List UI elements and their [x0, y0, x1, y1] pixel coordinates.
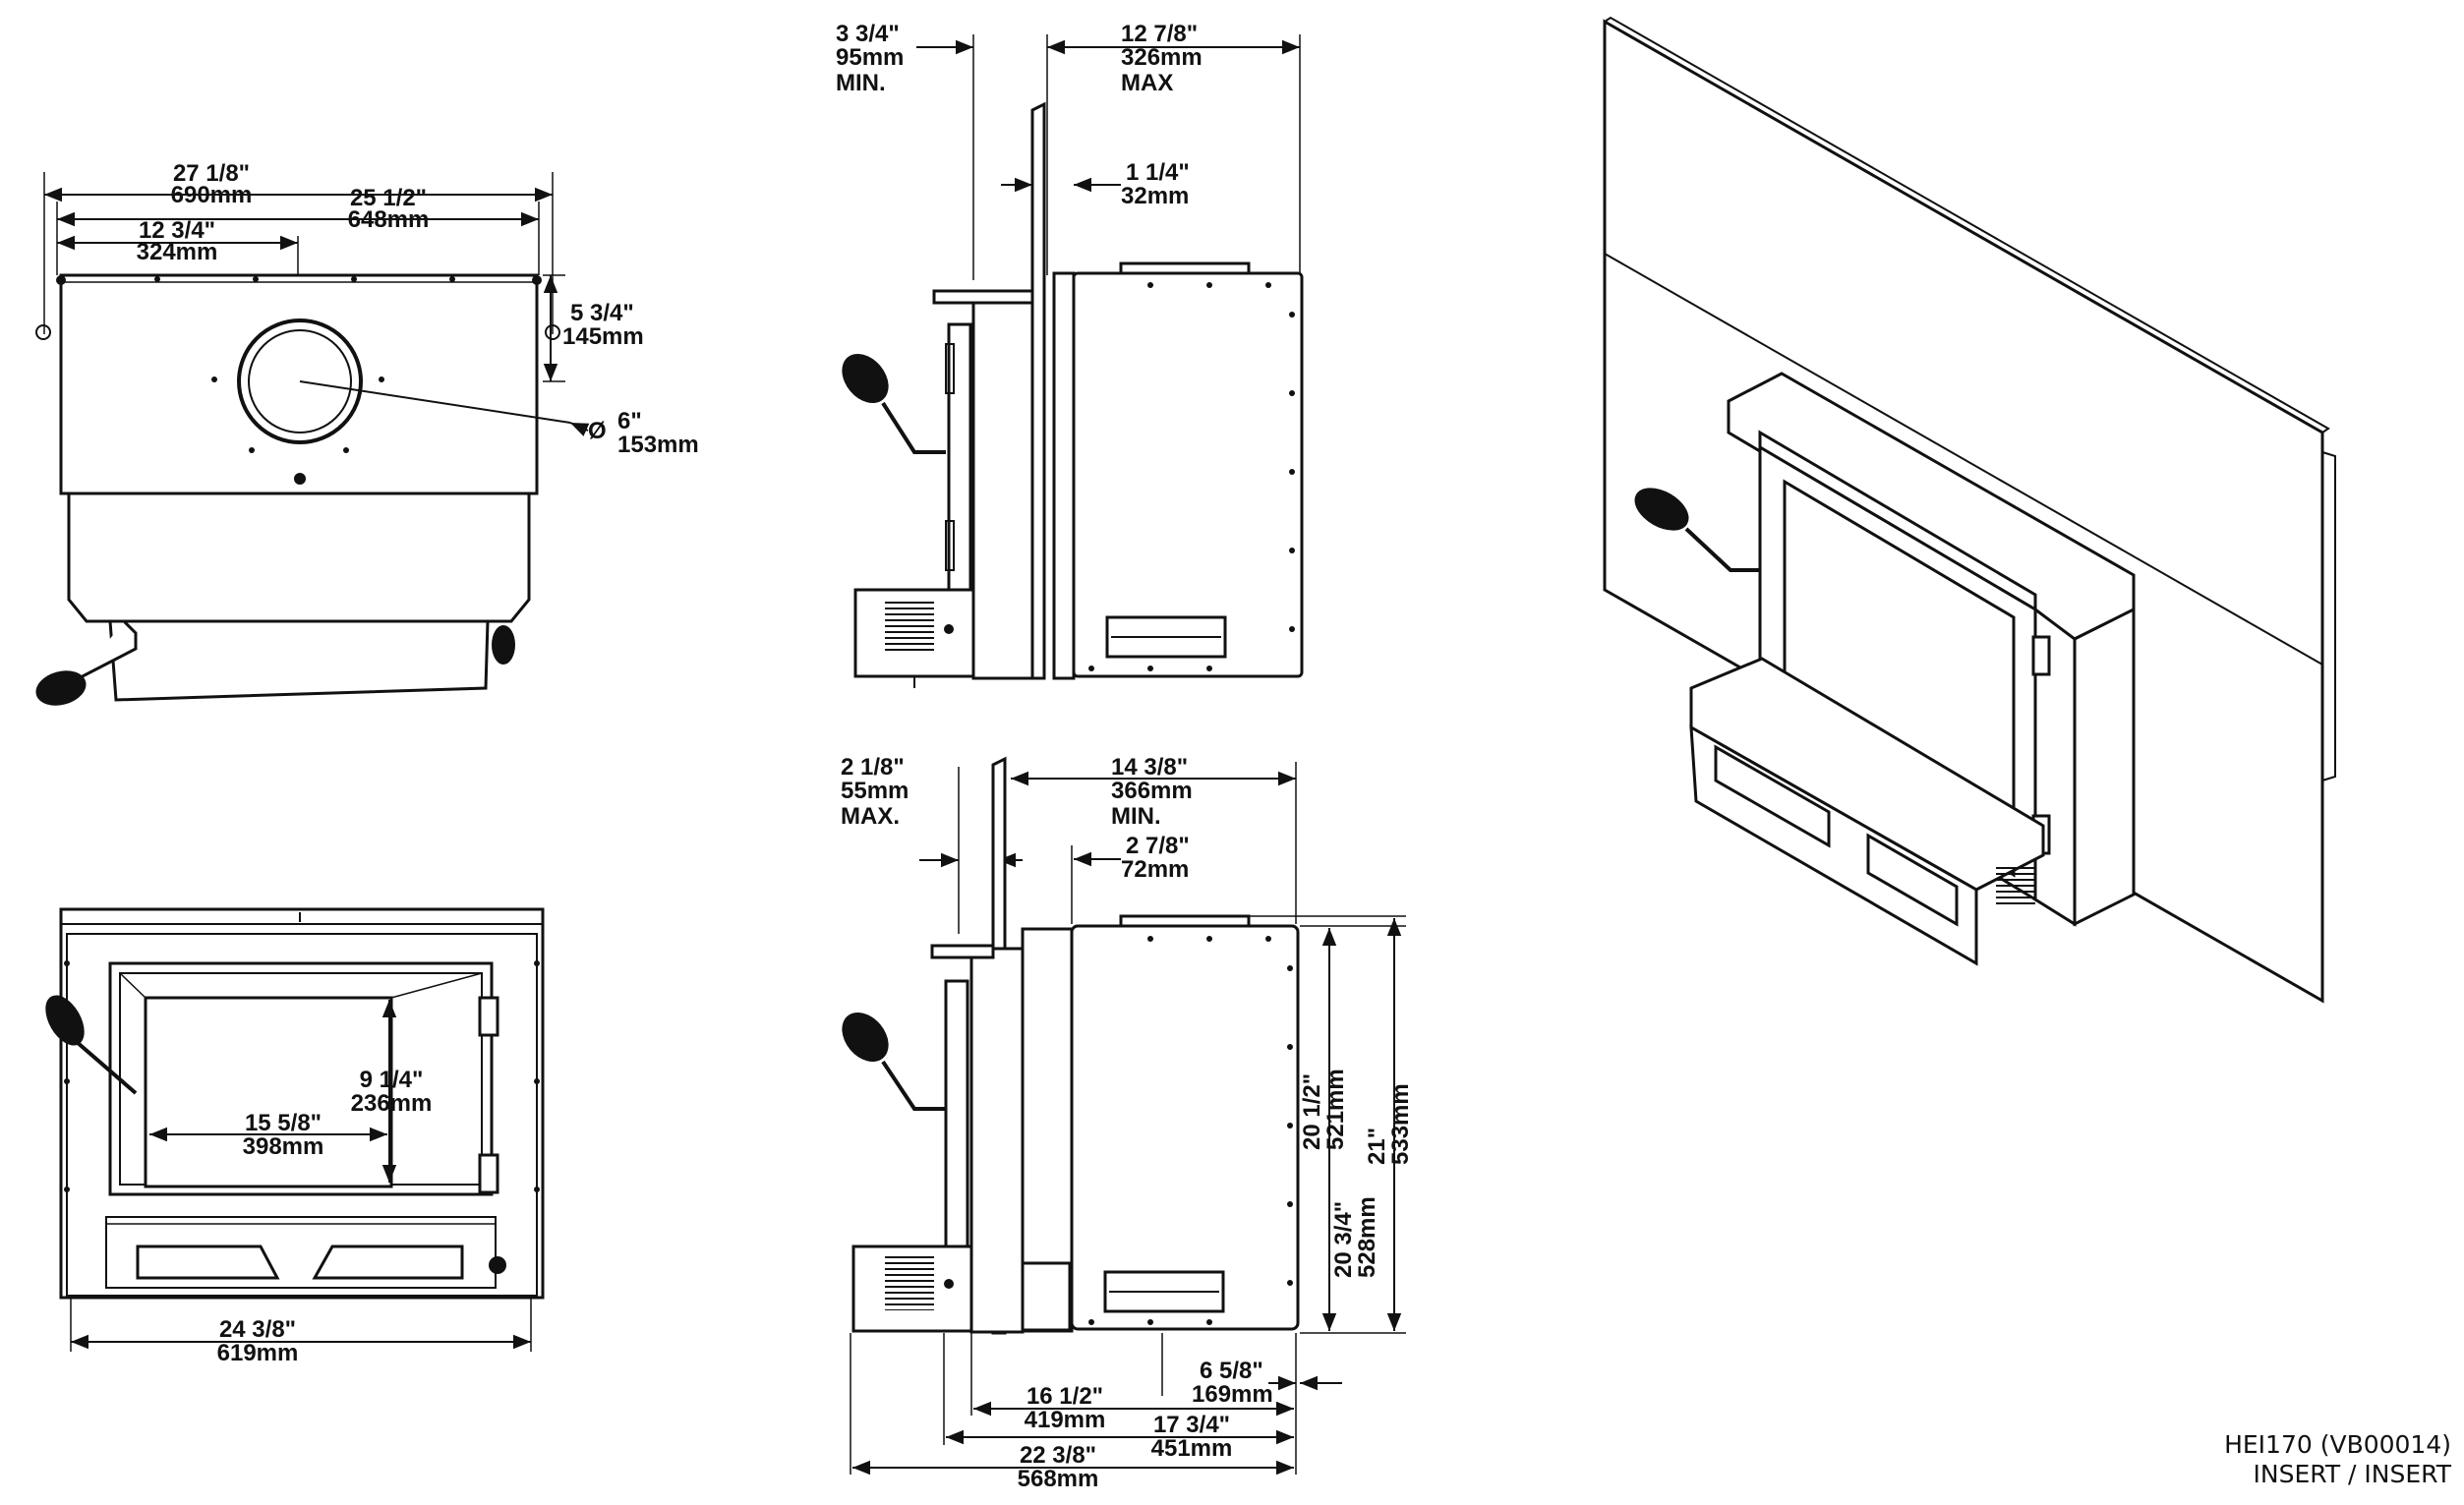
dim-glass-width-in: 15 5/8"	[245, 1110, 322, 1136]
dim-min-depth-in: 14 3/8"	[1111, 754, 1188, 781]
dim-base-width-in: 24 3/8"	[219, 1316, 296, 1343]
dim-min-depth-label: MIN.	[1111, 803, 1161, 830]
dim-flue-symbol: Ø	[588, 418, 607, 444]
dim-glass-width-mm: 398mm	[243, 1133, 324, 1160]
dim-overall-width-in: 27 1/8"	[173, 160, 250, 187]
dim-depth-b-in: 17 3/4"	[1153, 1412, 1230, 1438]
isometric-view	[1603, 16, 2336, 1004]
dim-depth-total-in: 22 3/8"	[1020, 1442, 1096, 1469]
dim-center-offset-in: 12 3/4"	[139, 217, 215, 244]
dim-min-label: MIN.	[836, 70, 886, 96]
dim-height-outer-in: 21"	[1364, 1128, 1390, 1165]
dim-min-clearance-mm: 95mm	[836, 44, 904, 71]
dim-max-depth-in: 12 7/8"	[1121, 21, 1198, 47]
dim-height-lower-mm: 528mm	[1354, 1196, 1380, 1278]
dim-depth-rear-in: 6 5/8"	[1200, 1358, 1263, 1384]
dim-depth-total-mm: 568mm	[1018, 1466, 1099, 1492]
dim-max-label: MAX	[1121, 70, 1173, 96]
dim-center-offset-mm: 324mm	[137, 239, 218, 265]
insert-body-side-2	[1070, 924, 1300, 1331]
dim-max-clearance-mm: 55mm	[841, 778, 909, 804]
glass-window	[144, 996, 393, 1188]
dim-offset-bottom-in: 2 7/8"	[1126, 833, 1190, 859]
dim-depth-b-mm: 451mm	[1151, 1435, 1233, 1462]
dim-depth-rear-mm: 169mm	[1192, 1381, 1273, 1408]
dim-offset-bottom-mm: 72mm	[1121, 856, 1189, 883]
dim-height-outer-mm: 533mm	[1387, 1083, 1414, 1165]
dim-offset-top-in: 1 1/4"	[1126, 159, 1190, 186]
dim-height-inner-mm: 521mm	[1322, 1069, 1349, 1150]
dim-flue-diameter-in: 6"	[617, 408, 642, 434]
drawing-type: INSERT / INSERT	[2254, 1460, 2452, 1488]
top-view: 27 1/8" 690mm 25 1/2" 648mm 12 3/4" 324m…	[35, 160, 699, 706]
side-view-top: 3 3/4" 95mm MIN. 12 7/8" 326mm MAX 1 1/4…	[836, 21, 1304, 688]
dim-depth-offset-mm: 145mm	[562, 323, 644, 350]
side-view-bottom: 2 1/8" 55mm MAX. 14 3/8" 366mm MIN. 2 7/…	[841, 754, 1414, 1492]
dim-depth-offset-in: 5 3/4"	[570, 300, 634, 326]
dim-min-clearance-in: 3 3/4"	[836, 21, 900, 47]
flue-collar-outer	[237, 318, 363, 444]
dim-flue-diameter-mm: 153mm	[617, 432, 699, 458]
dim-overall-width-mm: 690mm	[171, 182, 253, 208]
dim-glass-height-in: 9 1/4"	[360, 1067, 424, 1093]
dim-max-depth-mm: 326mm	[1121, 44, 1203, 71]
dim-inner-width-mm: 648mm	[348, 206, 430, 233]
dim-base-width-mm: 619mm	[217, 1340, 299, 1366]
dim-glass-height-mm: 236mm	[351, 1090, 433, 1117]
stove-body	[67, 492, 531, 623]
dim-height-inner-in: 20 1/2"	[1299, 1073, 1325, 1150]
dim-depth-a-mm: 419mm	[1025, 1407, 1106, 1433]
dim-max-clearance-label: MAX.	[841, 803, 900, 830]
dim-depth-a-in: 16 1/2"	[1027, 1383, 1103, 1410]
dim-max-clearance-in: 2 1/8"	[841, 754, 905, 781]
stove-top-plate	[59, 273, 539, 495]
dim-inner-width-in: 25 1/2"	[350, 185, 427, 211]
front-view: 9 1/4" 236mm 15 5/8" 398mm 24 3/8" 619mm	[45, 907, 545, 1366]
dim-min-depth-mm: 366mm	[1111, 778, 1193, 804]
model-number: HEI170 (VB00014)	[2224, 1430, 2451, 1459]
dim-height-lower-in: 20 3/4"	[1330, 1201, 1357, 1278]
dim-offset-top-mm: 32mm	[1121, 183, 1189, 209]
